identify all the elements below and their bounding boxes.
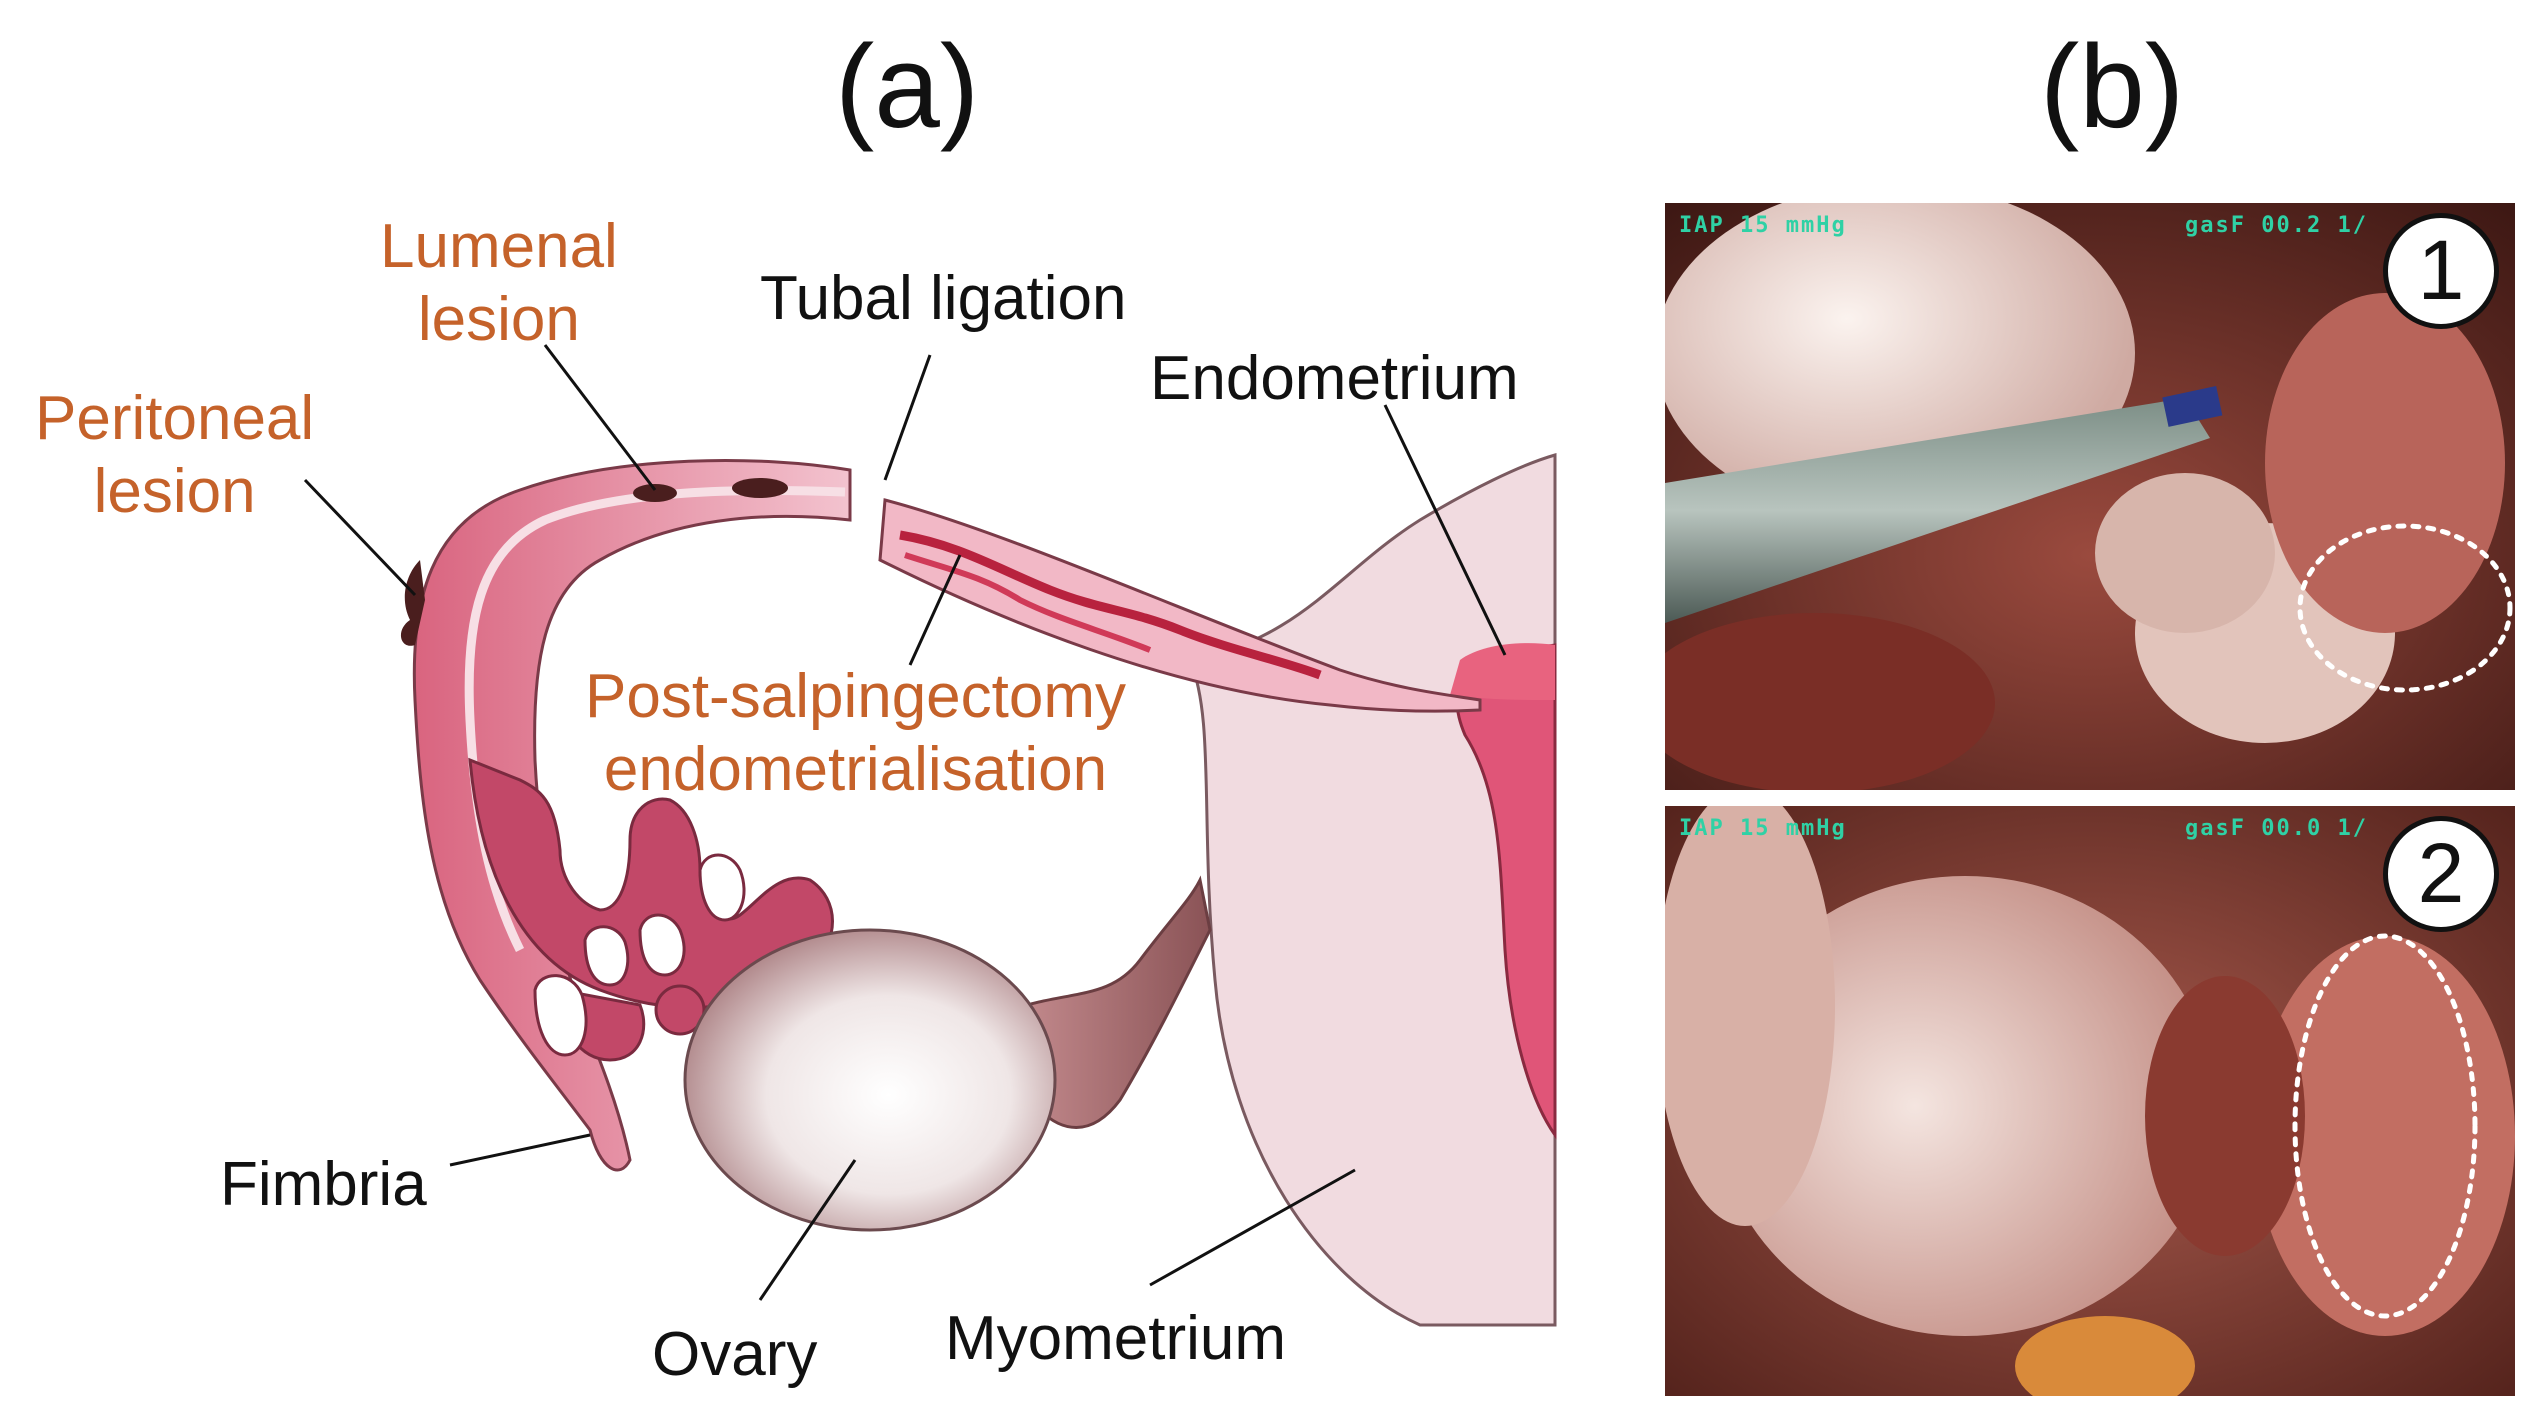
tubal-ligation-label: Tubal ligation [760, 264, 1127, 333]
reproductive-anatomy-diagram [303, 344, 1557, 1327]
peritoneal-lesion-label-line-2: lesion [93, 457, 256, 527]
photo-1-image [1665, 203, 2515, 790]
post-salpingectomy-label-line-2: endometrialisation [603, 735, 1108, 805]
post-salpingectomy-label-line-1: Post-salpingectomy [585, 662, 1127, 731]
post-salpingectomy-label: Post-salpingectomy endometrialisation [585, 660, 1126, 806]
panel-label-a: (a) [835, 21, 980, 153]
photo-1-number-badge: 1 [2383, 213, 2499, 329]
fimbria-label: Fimbria [220, 1150, 427, 1219]
photo-1-osd-left: IAP 15 mmHg [1679, 213, 1847, 238]
fallopian-tube-proximal [878, 498, 1482, 713]
peritoneal-lesion-label-line-1: Peritoneal [35, 384, 315, 453]
lumenal-lesion-1 [633, 484, 677, 502]
peritoneal-lesion [400, 560, 425, 646]
endometrium-fundus [1450, 643, 1555, 700]
lumenal-lesion-label: Lumenal lesion [380, 210, 618, 356]
endometrium-label: Endometrium [1150, 344, 1519, 413]
photo-2-number-badge: 2 [2383, 816, 2499, 932]
myometrium-label: Myometrium [945, 1304, 1287, 1373]
photo-2-osd-right: gasF 00.0 1/ [2185, 816, 2368, 841]
laparoscopy-photo-2: IAP 15 mmHg gasF 00.0 1/ 2 [1665, 806, 2515, 1396]
proximal-endometrialisation-2 [904, 552, 1152, 653]
photo-2-osd-left: IAP 15 mmHg [1679, 816, 1847, 841]
lumenal-lesion-2 [732, 478, 788, 498]
proximal-endometrialisation [899, 530, 1322, 680]
ovary-shape [683, 928, 1057, 1232]
photo-1-osd-right: gasF 00.2 1/ [2185, 213, 2368, 238]
fallopian-tube-distal [412, 459, 852, 1172]
photo-1-highlight-circle [2297, 523, 2513, 693]
photo-2-highlight-circle [2292, 933, 2478, 1319]
panel-label-b: (b) [2040, 21, 2185, 153]
photo-2-image [1665, 806, 2515, 1396]
fimbriae-holes [533, 853, 746, 1057]
peritoneal-lesion-label: Peritoneal lesion [35, 382, 314, 528]
lumenal-lesion-label-line-1: Lumenal [380, 212, 618, 281]
lumenal-lesion-label-line-2: lesion [417, 285, 580, 355]
leader-lines [303, 344, 1507, 1301]
laparoscopy-photo-1: IAP 15 mmHg gasF 00.2 1/ 1 [1665, 203, 2515, 790]
ovary-label: Ovary [652, 1320, 818, 1389]
